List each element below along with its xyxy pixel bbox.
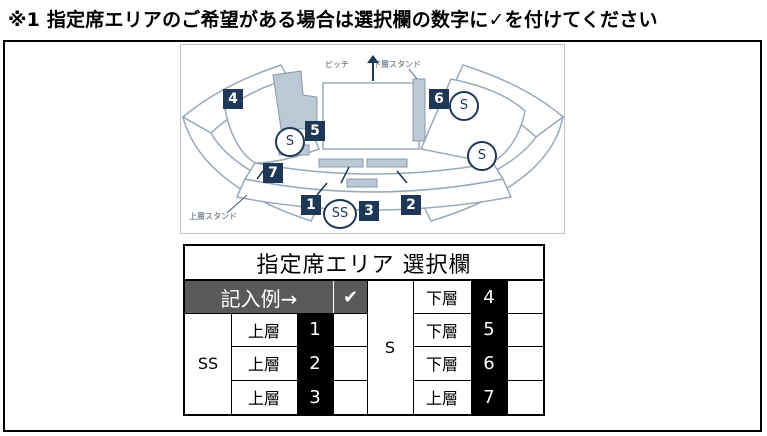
grid-line: [367, 281, 368, 414]
upper-stand-label: 上層スタンド: [189, 212, 237, 221]
pitch-label: ピッチ: [325, 60, 349, 69]
grid-line: [231, 380, 367, 381]
s-row-4-number: 4: [471, 281, 507, 313]
grid-line: [471, 281, 472, 414]
example-label: 記入例→: [185, 281, 333, 313]
s-row-6-number: 6: [471, 346, 507, 380]
ss-row-3-level: 上層: [247, 389, 280, 408]
ss-row-3-number: 3: [297, 380, 333, 414]
ss-row-3-checkbox[interactable]: [333, 380, 367, 414]
ss-row-1-level: 上層: [247, 321, 280, 341]
s-row-6-checkbox[interactable]: [507, 346, 543, 380]
grid-line: [413, 380, 543, 381]
s-row-5-checkbox[interactable]: [507, 313, 543, 346]
grid-line: [333, 313, 334, 414]
selection-table: 指定席エリア 選択欄 記入例→ ✔ SS 上層 1 上層 2 上層 3 S 下層…: [183, 244, 545, 416]
ss-zone-marker: SS: [323, 199, 357, 229]
ss-row-2-level: 上層: [247, 355, 280, 374]
s-row-5-level: 下層: [425, 321, 458, 341]
grid-line: [297, 313, 298, 414]
ss-group-label: SS: [197, 354, 219, 373]
grid-line: [231, 313, 232, 414]
s-zone-marker-right: S: [467, 141, 497, 171]
s-zone-marker-left: S: [275, 127, 305, 157]
ss-row-1-checkbox[interactable]: [333, 313, 367, 346]
grid-line: [413, 346, 543, 347]
s-row-7-level: 上層: [425, 389, 458, 408]
section-marker-3: 3: [359, 201, 379, 221]
section-marker-4: 4: [223, 89, 243, 109]
stadium-seat-map: ピッチ 下層スタンド 上層スタンド 4 5 6 7 1 3 2 S S S SS: [180, 44, 565, 234]
grid-line: [185, 313, 367, 314]
s-row-4-level: 下層: [425, 289, 458, 308]
s-row-4-checkbox[interactable]: [507, 281, 543, 313]
grid-line: [413, 281, 414, 414]
ss-row-2-number: 2: [297, 346, 333, 380]
instruction-heading: ※1 指定席エリアのご希望がある場合は選択欄の数字に✓を付けてください: [8, 9, 658, 31]
example-check-mark: ✔: [333, 281, 367, 313]
grid-line: [507, 281, 508, 414]
s-row-7-number: 7: [471, 380, 507, 414]
ss-row-1-number: 1: [297, 313, 333, 346]
s-row-6-level: 下層: [425, 355, 458, 374]
s-row-7-checkbox[interactable]: [507, 380, 543, 414]
section-marker-1: 1: [301, 195, 321, 215]
lower-stand-label: 下層スタンド: [373, 60, 421, 69]
grid-line: [413, 313, 543, 314]
s-group-label: S: [384, 338, 396, 357]
table-title: 指定席エリア 選択欄: [185, 246, 543, 281]
grid-line: [231, 346, 367, 347]
section-marker-7: 7: [263, 163, 283, 183]
s-row-5-number: 5: [471, 313, 507, 346]
ss-row-2-checkbox[interactable]: [333, 346, 367, 380]
section-marker-5: 5: [305, 121, 325, 141]
section-marker-6: 6: [429, 89, 449, 109]
content-frame: [3, 40, 762, 432]
section-marker-2: 2: [401, 195, 421, 215]
s-zone-marker-right-upper: S: [449, 91, 479, 121]
